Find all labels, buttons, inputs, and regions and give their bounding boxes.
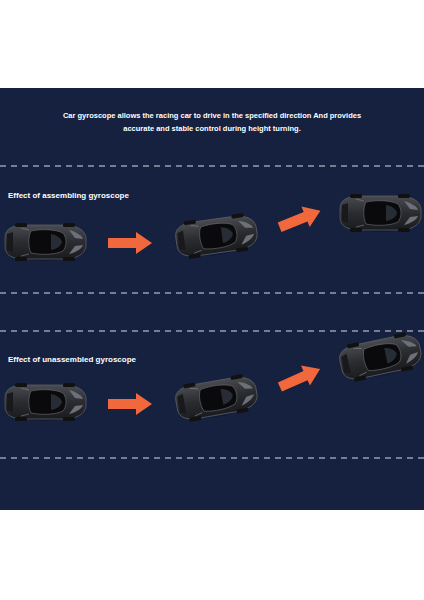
arrows-row-1 <box>108 201 325 254</box>
cars-row-2 <box>4 330 424 424</box>
row-label: Effect of unassembled gyroscope <box>8 355 136 365</box>
title-text: Car gyroscope allows the racing car to d… <box>60 109 364 135</box>
row-label: Effect of assembling gyroscope <box>8 191 129 201</box>
panel <box>0 88 424 510</box>
arrows-row-2 <box>108 359 325 415</box>
cars-row-1 <box>4 194 421 261</box>
lane-lines <box>0 166 424 458</box>
